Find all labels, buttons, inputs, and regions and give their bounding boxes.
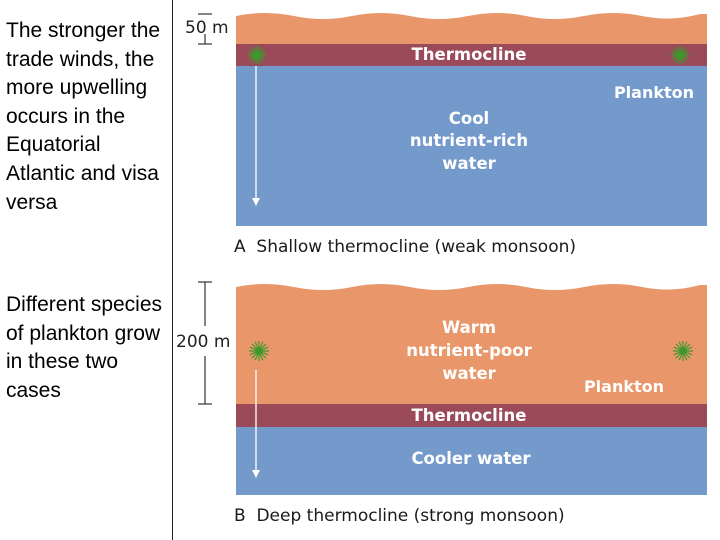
panel-a: 50 m Thermocline Plankton Cool [185, 13, 707, 257]
panel-a-water-label-line-1: Cool [449, 109, 489, 128]
panel-a-water-label-line-2: nutrient-rich [410, 131, 528, 150]
plankton-species-text: Different species of plankton grow in th… [6, 293, 163, 402]
panel-b-depth-arrowhead [252, 470, 260, 478]
panel-a-warm-layer [236, 13, 707, 44]
panel-a-water-label-line-3: water [442, 154, 496, 173]
plankton-icon [671, 46, 689, 64]
column-divider [172, 0, 173, 540]
panel-b-warm-layer [236, 284, 707, 404]
panel-b-plankton-label: Plankton [584, 377, 664, 396]
panel-b-thermocline-label: Thermocline [412, 406, 527, 425]
panel-a-plankton-label: Plankton [614, 83, 694, 102]
plankton-icon [249, 341, 269, 361]
panel-b-warm-label-line-3: water [442, 364, 496, 383]
panel-b-caption: B Deep thermocline (strong monsoon) [234, 506, 565, 526]
panel-a-caption: A Shallow thermocline (weak monsoon) [234, 237, 576, 257]
panel-a-depth-arrowhead [252, 198, 260, 206]
plankton-icon [673, 341, 693, 361]
panel-a-cool-layer [236, 66, 707, 226]
trade-winds-text: The stronger the trade winds, the more u… [6, 19, 161, 214]
panel-b-cool-water-label: Cooler water [411, 449, 531, 468]
panel-b: 200 m Warm nutrient-poor water [176, 281, 707, 526]
panel-b-thermocline-band [236, 404, 707, 427]
plankton-icon [248, 46, 266, 64]
panel-a-thermocline-label: Thermocline [412, 45, 527, 64]
panel-b-cool-layer [236, 427, 707, 495]
panel-b-depth-label: 200 m [176, 332, 230, 352]
panel-b-warm-label-line-1: Warm [442, 318, 496, 337]
panel-a-depth-label: 50 m [185, 18, 229, 38]
panel-a-thermocline-band [236, 44, 707, 66]
panel-b-warm-label-line-2: nutrient-poor [406, 341, 532, 360]
